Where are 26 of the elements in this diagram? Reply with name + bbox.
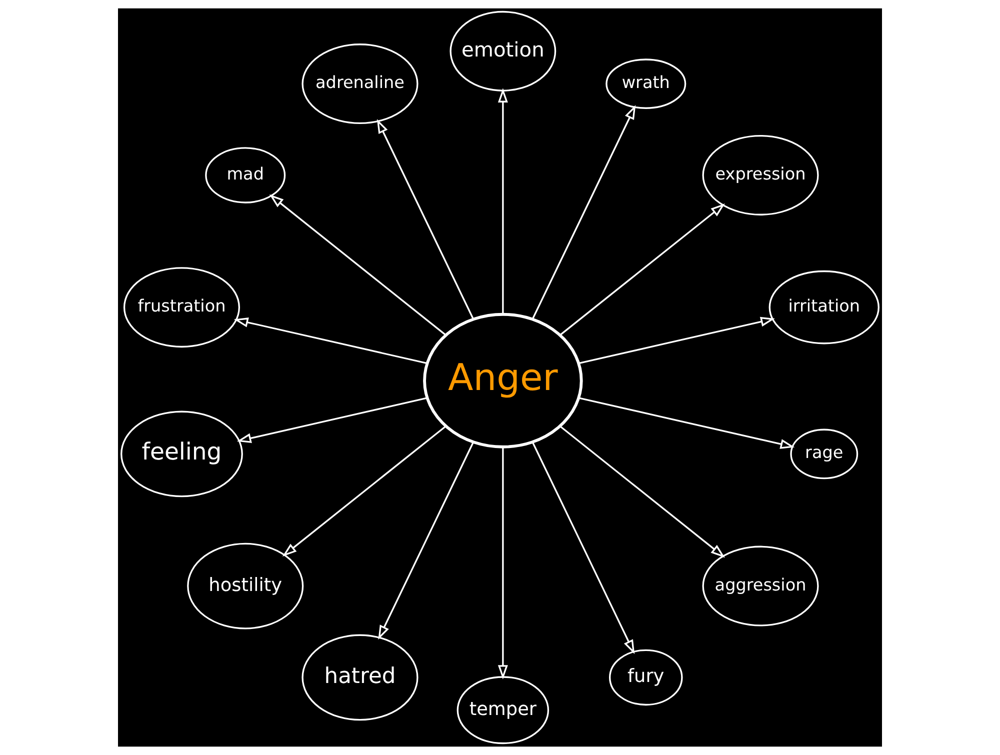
- arrow: [532, 442, 635, 654]
- arrow: [578, 397, 795, 449]
- arrow: [236, 397, 428, 444]
- node-ellipse: feeling: [120, 410, 243, 498]
- arrow: [498, 88, 508, 314]
- node-ellipse: emotion: [450, 10, 556, 92]
- arrow: [378, 442, 474, 640]
- arrow: [376, 119, 474, 320]
- arrow: [560, 204, 725, 336]
- arrow: [498, 446, 508, 680]
- arrow: [578, 316, 775, 364]
- node-ellipse: adrenaline: [302, 44, 418, 124]
- node-ellipse: frustration: [123, 267, 240, 348]
- arrow: [532, 105, 636, 320]
- node-ellipse: fury: [608, 649, 683, 706]
- node-ellipse: hatred: [302, 634, 418, 721]
- node-ellipse: mad: [205, 147, 286, 204]
- node-ellipse: temper: [456, 676, 550, 744]
- node-ellipse: rage: [790, 428, 858, 480]
- arrow: [282, 426, 446, 556]
- arrow: [234, 318, 428, 364]
- node-ellipse: irritation: [768, 270, 880, 344]
- arrow: [560, 426, 725, 558]
- node-ellipse: Anger: [423, 312, 583, 448]
- arrow: [269, 194, 446, 336]
- node-ellipse: wrath: [606, 58, 686, 109]
